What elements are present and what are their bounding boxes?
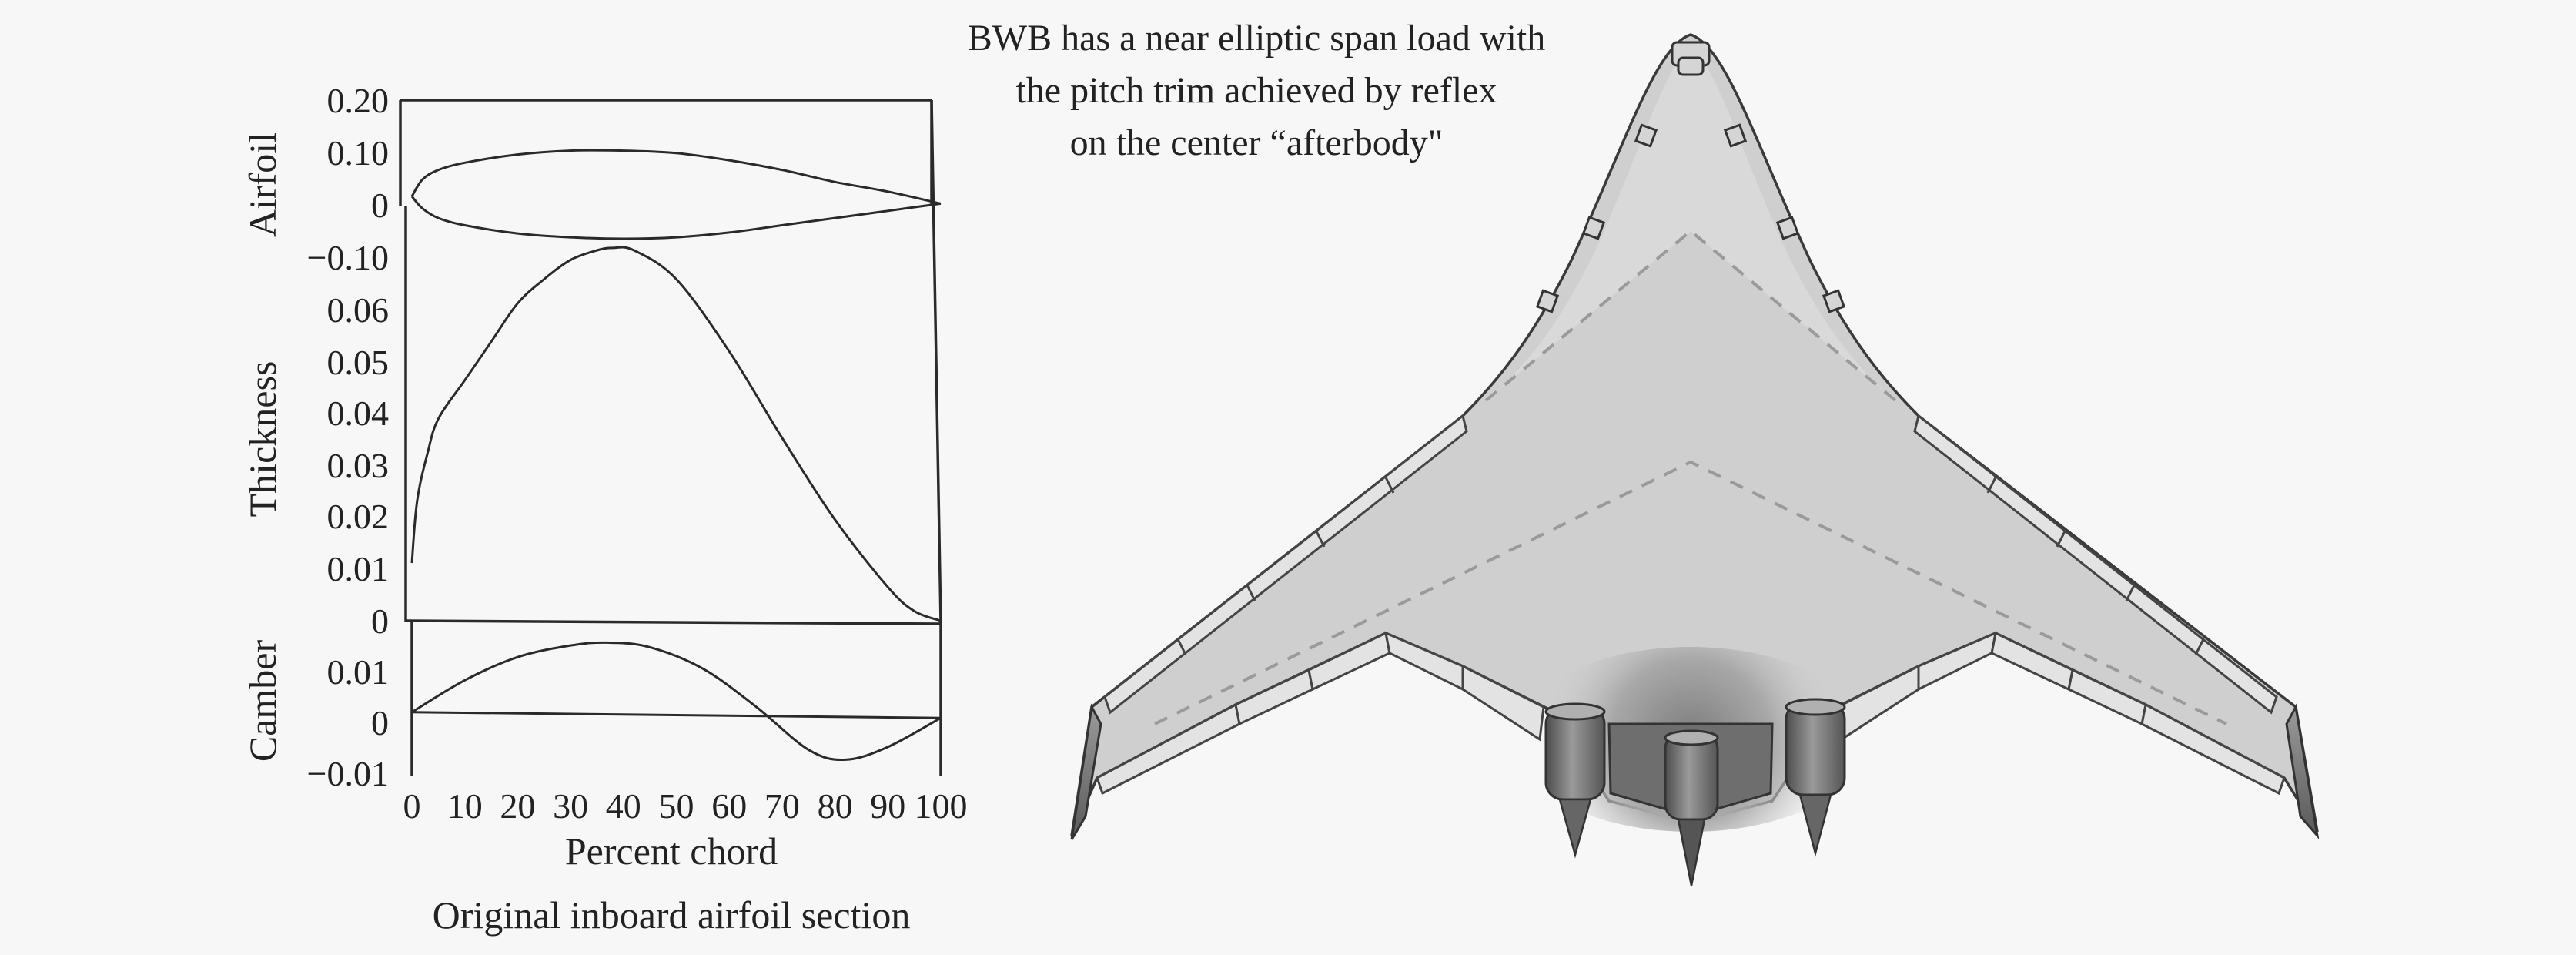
ylabel-thickness: Thickness <box>241 361 284 518</box>
dashed-mid-line <box>1154 460 2227 725</box>
xtick-label: 50 <box>659 786 694 826</box>
panel-1-series-2-line <box>410 196 942 240</box>
ylabel-camber: Camber <box>241 640 284 762</box>
annotation-line-2: the pitch trim achieved by reflex <box>1015 70 1497 111</box>
panel-3-ytick-label: −0.01 <box>307 754 389 793</box>
xtick-label: 40 <box>606 786 641 826</box>
right-wingtip <box>2285 703 2320 839</box>
panel-2-ytick-label: 0 <box>371 601 389 641</box>
panel-1-ytick-label: −0.10 <box>307 238 389 277</box>
trailing-edge-elevons <box>1096 631 2286 818</box>
ylabel-airfoil: Airfoil <box>241 132 284 237</box>
left-le-panel-1 <box>1103 414 1468 715</box>
panel2-right-axis <box>930 99 942 623</box>
bwb-aircraft-planform <box>1070 33 2320 886</box>
panel-1-ytick-label: 0.10 <box>327 133 390 173</box>
xtick-label: 60 <box>711 786 747 826</box>
panel-1-series-1-line <box>410 149 942 205</box>
left-wingtip <box>1070 703 1102 840</box>
panel-1-ytick-label: 0 <box>371 186 389 225</box>
leading-edge-fences <box>1535 41 1846 313</box>
annotation-line-3: on the center “afterbody" <box>1070 122 1444 163</box>
annotation-line-1: BWB has a near elliptic span load with <box>968 18 1545 59</box>
panel-2-series-1-line <box>410 246 942 622</box>
panel-2-ytick-label: 0.01 <box>327 549 390 588</box>
left-leading-edge-panels <box>1103 414 1468 715</box>
xtick-label: 10 <box>447 786 483 826</box>
panel-2-ytick-label: 0.05 <box>327 343 390 382</box>
xtick-label: 0 <box>403 786 421 826</box>
panel-2-ytick-label: 0.04 <box>327 394 390 433</box>
tick-label-group: 0.20 0.10 0 −0.10 0.06 0.05 0.04 0.03 0.02 0.01 0 0… <box>307 81 968 826</box>
engine-left <box>1544 702 1606 859</box>
panel-2-ytick-label: 0.06 <box>327 290 390 330</box>
left-body-flap-2 <box>1461 664 1545 742</box>
panel-3-series-2-line <box>411 711 942 719</box>
annotation: BWB has a near elliptic span load with t… <box>968 18 1545 163</box>
xtick-label: 90 <box>870 786 905 826</box>
xtick-label: 80 <box>818 786 853 826</box>
panel-3-ytick-label: 0 <box>371 703 389 742</box>
right-le-panel-1 <box>1913 414 2278 715</box>
airfoil-chart: 0.20 0.10 0 −0.10 0.06 0.05 0.04 0.03 0.02 0.01 0 0… <box>241 81 968 937</box>
engine-right <box>1785 698 1846 857</box>
panel-1-ytick-label: 0.20 <box>327 81 390 120</box>
xtick-label: 20 <box>500 786 535 826</box>
xlabel: Percent chord <box>565 829 778 873</box>
panel-2-ytick-label: 0.02 <box>327 497 390 536</box>
series-group <box>410 149 942 762</box>
panel-2-ytick-label: 0.03 <box>327 446 390 485</box>
chart-caption: Original inboard airfoil section <box>433 893 911 937</box>
engine-center <box>1664 729 1719 886</box>
panel-3-ytick-label: 0.01 <box>327 652 390 692</box>
panel-3-series-1-line <box>411 641 942 762</box>
xtick-label: 100 <box>915 786 968 826</box>
panel2-baseline <box>405 619 942 625</box>
xtick-label: 70 <box>764 786 800 826</box>
xtick-label: 30 <box>553 786 588 826</box>
right-leading-edge-panels <box>1913 414 2278 715</box>
body-highlight <box>1486 46 1895 400</box>
